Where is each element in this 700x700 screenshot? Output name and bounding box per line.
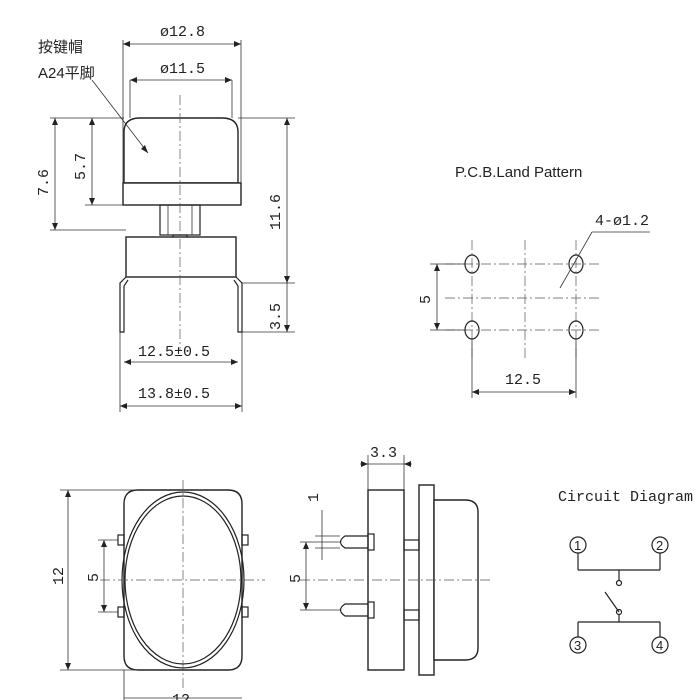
pcb-dim-horizontal: 12.5 (505, 372, 541, 389)
dim-total-height: 7.6 (36, 169, 53, 196)
circuit-diagram: Circuit Diagram 1 2 3 4 (558, 489, 693, 654)
callout-line2: A24平脚 (38, 65, 95, 82)
side-dim-pin-gap: 5 (288, 574, 305, 583)
pcb-title: P.C.B.Land Pattern (455, 164, 582, 181)
side-view: 3.3 1 5 (288, 445, 490, 676)
circuit-title: Circuit Diagram (558, 489, 693, 506)
dim-cap-inner: ø11.5 (160, 61, 205, 78)
top-view: 12 5 12 (51, 480, 265, 700)
pcb-hole (568, 320, 584, 340)
top-dim-width-partial: 12 (172, 692, 190, 700)
dim-cap-outer: ø12.8 (160, 24, 205, 41)
pcb-hole (568, 254, 584, 274)
dim-pin: 3.5 (268, 303, 285, 330)
terminal-2-label: 2 (656, 538, 663, 553)
pcb-dim-vertical: 5 (418, 295, 435, 304)
top-dim-pin-gap: 5 (86, 573, 103, 582)
dim-cap-height: 5.7 (73, 153, 90, 180)
terminal-3-label: 3 (574, 638, 581, 653)
side-dim-thickness: 3.3 (370, 445, 397, 462)
pcb-land-pattern: P.C.B.Land Pattern 4-ø1.2 5 12.5 (418, 164, 650, 398)
dim-overall: 11.6 (268, 194, 285, 230)
callout-line1: 按键帽 (38, 39, 83, 56)
dim-pin-span: 12.5±0.5 (138, 344, 210, 361)
dim-body-width: 13.8±0.5 (138, 386, 210, 403)
top-dim-height: 12 (51, 567, 68, 585)
front-view: 按键帽 A24平脚 ø12.8 ø11.5 7.6 5.7 11.6 3.5 1… (36, 24, 295, 412)
side-dim-pin: 1 (306, 493, 323, 502)
terminal-4-label: 4 (656, 638, 663, 653)
terminal-1-label: 1 (574, 538, 581, 553)
pcb-hole-note: 4-ø1.2 (595, 213, 649, 230)
